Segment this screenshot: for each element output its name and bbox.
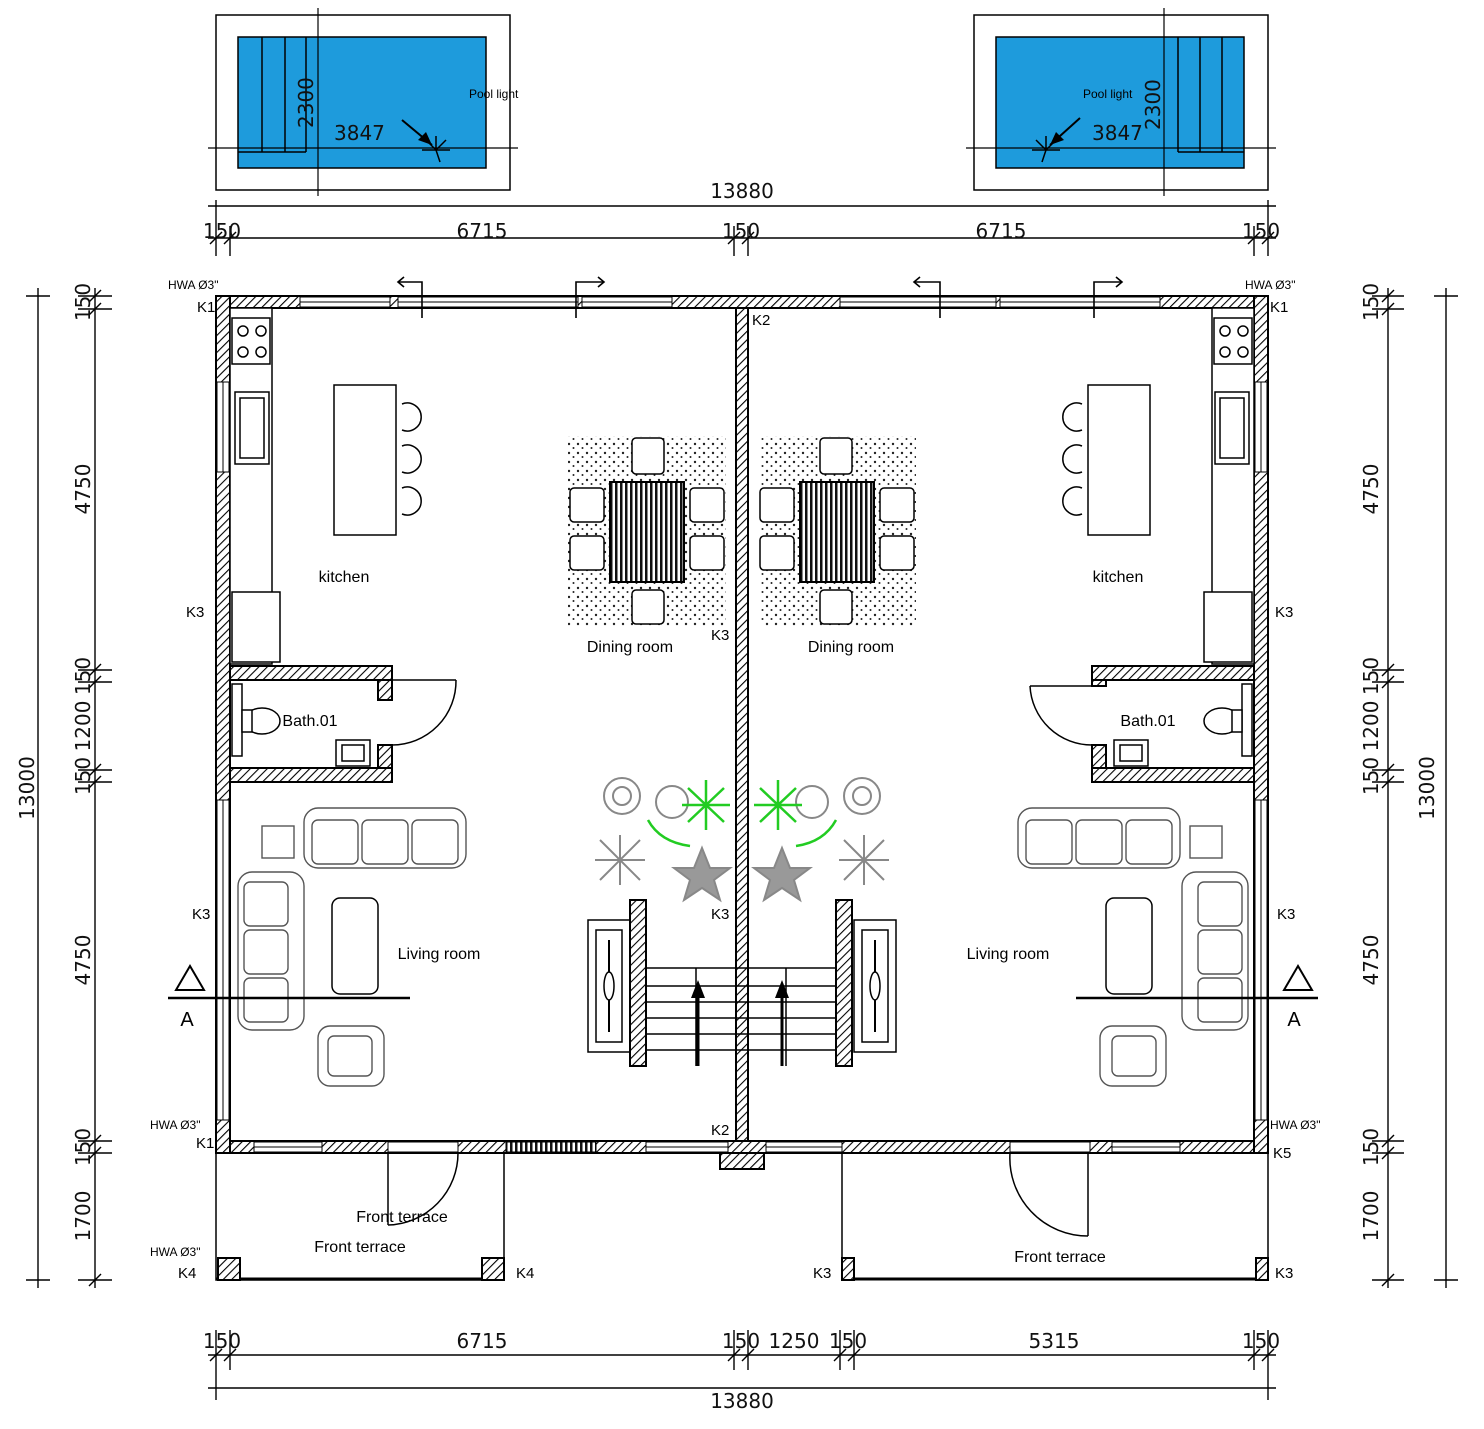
stair-up-arrow-icon [775,980,789,998]
hwa-label: HWA Ø3" [1245,278,1296,292]
column-label-k3: K3 [186,604,204,621]
room-label-front-terrace-right: Front terrace [1014,1249,1106,1266]
right-dim-seg-2: 4750 [1359,464,1383,515]
column-label-k3: K3 [711,627,729,644]
top-dim-seg-1: 150 [203,219,241,243]
pool-length-label: 3847 [334,121,385,145]
left-dim-seg-2: 4750 [71,464,95,515]
right-dim-seg-1: 150 [1359,283,1383,321]
column-label-k2: K2 [711,1122,729,1139]
doors [387,679,1093,1237]
column-label-k1: K1 [196,1135,214,1152]
room-label-kitchen-left: kitchen [319,569,370,586]
pool-light-icon [422,136,450,163]
bath-left-fixtures [231,683,371,767]
left-dim-seg-3: 150 [71,657,95,695]
left-dim-seg-8: 1700 [71,1191,95,1242]
column-label-k1: K1 [1270,299,1288,316]
hwa-label: HWA Ø3" [150,1245,201,1259]
right-dimension-lines [1372,288,1458,1288]
kitchen-left-fixtures [229,307,422,665]
front-terrace-outline [215,1152,1269,1281]
room-label-bath-right: Bath.01 [1120,713,1175,730]
left-dimension-lines [26,288,112,1288]
room-label-dining-right: Dining room [808,639,894,656]
left-dim-seg-7: 150 [71,1128,95,1166]
right-dim-seg-7: 150 [1359,1128,1383,1166]
bottom-dim-seg-4: 1250 [769,1329,820,1353]
room-label-dining-left: Dining room [587,639,673,656]
section-marker-left: A [168,964,410,1031]
right-dim-seg-3: 150 [1359,657,1383,695]
plants [595,777,889,903]
right-total-dimension: 13000 [1415,756,1439,820]
pool-left: 3847 2300 Pool light [208,8,519,196]
bottom-dim-seg-2: 6715 [457,1329,508,1353]
window-direction-arrows [396,276,1124,318]
top-total-dimension: 13880 [710,179,774,203]
column-label-k3: K3 [1275,604,1293,621]
bottom-dim-seg-7: 150 [1242,1329,1280,1353]
stair-up-arrow-icon [691,980,705,998]
hwa-label: HWA Ø3" [1270,1118,1321,1132]
kitchen-right-fixtures [1062,307,1255,665]
bottom-dim-seg-1: 150 [203,1329,241,1353]
bath-right-fixtures [1113,683,1253,767]
right-dim-seg-6: 4750 [1359,935,1383,986]
left-dim-seg-5: 150 [71,757,95,795]
room-label-kitchen-right: kitchen [1093,569,1144,586]
section-marker-right: A [1076,964,1318,1031]
room-label-bath-left: Bath.01 [282,713,337,730]
right-dim-seg-4: 1200 [1359,701,1383,752]
dining-right-table [759,436,916,626]
room-label-living-left: Living room [398,946,481,963]
left-dim-seg-1: 150 [71,283,95,321]
bottom-total-dimension: 13880 [710,1389,774,1413]
section-label: A [180,1009,194,1031]
bottom-dim-seg-5: 150 [829,1329,867,1353]
bottom-dimension-lines [208,1330,1276,1400]
bottom-dim-seg-6: 5315 [1029,1329,1080,1353]
room-label-front-terrace-left-2: Front terrace [314,1239,406,1256]
column-label-k3: K3 [192,906,210,923]
room-label-living-right: Living room [967,946,1050,963]
column-label-k3: K3 [1275,1265,1293,1282]
top-dim-seg-2: 6715 [457,219,508,243]
living-left-furniture [237,807,467,1087]
left-total-dimension: 13000 [15,756,39,820]
pool-width-label: 2300 [1141,79,1165,130]
column-label-k3: K3 [813,1265,831,1282]
column-label-k3: K3 [711,906,729,923]
section-label: A [1287,1009,1301,1031]
top-dim-seg-4: 6715 [976,219,1027,243]
right-dim-seg-5: 150 [1359,757,1383,795]
pool-right: 3847 2300 Pool light [966,8,1276,196]
dining-left-table [568,436,726,626]
left-dim-seg-4: 1200 [71,701,95,752]
top-dim-seg-5: 150 [1242,219,1280,243]
column-label-k2: K2 [752,312,770,329]
right-dim-seg-8: 1700 [1359,1191,1383,1242]
bottom-dim-seg-3: 150 [722,1329,760,1353]
column-label-k4: K4 [516,1265,534,1282]
column-label-k4: K4 [178,1265,196,1282]
column-label-k5: K5 [1273,1145,1291,1162]
pool-light-icon [1032,136,1060,163]
hwa-label: HWA Ø3" [150,1118,201,1132]
hwa-label: HWA Ø3" [168,278,219,292]
left-dim-seg-6: 4750 [71,935,95,986]
pool-light-label: Pool light [469,87,519,101]
living-right-furniture [1017,807,1249,1087]
room-label-front-terrace-left-1: Front terrace [356,1209,448,1226]
pool-length-label: 3847 [1092,121,1143,145]
stairs [587,899,897,1067]
column-label-k3: K3 [1277,906,1295,923]
pool-width-label: 2300 [294,77,318,128]
column-label-k1: K1 [197,299,215,316]
top-dimension-lines [208,200,1276,256]
pool-light-label: Pool light [1083,87,1133,101]
top-dim-seg-3: 150 [722,219,760,243]
